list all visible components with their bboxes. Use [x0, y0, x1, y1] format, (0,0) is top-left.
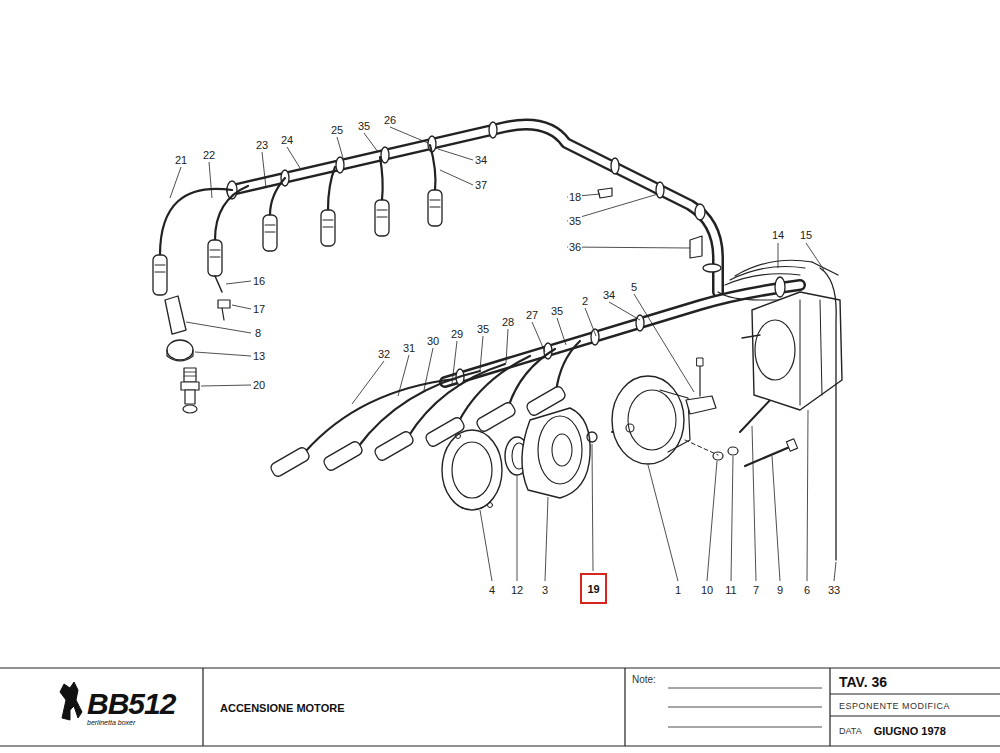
callout-number: 19	[587, 583, 599, 595]
callout-number: 14	[771, 229, 785, 241]
callout-number: 33	[827, 584, 841, 596]
callout-number: 31	[402, 342, 416, 354]
callout-number: 7	[752, 584, 760, 596]
callout-number: 9	[776, 584, 784, 596]
callout-number: 16	[252, 275, 266, 287]
callout-number: 10	[700, 584, 714, 596]
note-label: Note:	[632, 674, 829, 685]
note-cell: Note:	[626, 670, 829, 690]
callout-number: 22	[202, 149, 216, 161]
callout-number: 35	[476, 323, 490, 335]
callout-number: 21	[174, 154, 188, 166]
callout-number: 27	[525, 309, 539, 321]
logo-cell: BB512berlinetta boxer	[1, 670, 202, 745]
callout-number: 35	[550, 305, 564, 317]
callout-number: 20	[252, 379, 266, 391]
callout-number: 11	[724, 584, 737, 596]
callout-number: 28	[501, 316, 515, 328]
callout-highlight-box: 19	[580, 573, 607, 604]
callout-number: 29	[450, 328, 464, 340]
callout-number: 32	[377, 348, 391, 360]
callout-number: 12	[510, 584, 524, 596]
title-cell: ACCENSIONE MOTORE	[204, 670, 624, 745]
callout-number: 25	[330, 124, 344, 136]
sheet-number: TAV. 36	[839, 674, 887, 690]
sheet-title: ACCENSIONE MOTORE	[220, 702, 344, 714]
revision-label: ESPONENTE MODIFICA	[839, 701, 950, 711]
callout-number: 1	[674, 584, 682, 596]
callout-number: 17	[252, 303, 266, 315]
callout-number: 34	[602, 289, 616, 301]
logo-subtitle: berlinetta boxer	[87, 719, 202, 727]
revision-cell: ESPONENTE MODIFICA	[831, 695, 999, 716]
callout-number: 4	[488, 584, 496, 596]
callout-number: 15	[799, 229, 813, 241]
callout-number: 30	[426, 335, 440, 347]
callout-number: 13	[252, 350, 266, 362]
callout-number: 5	[630, 281, 638, 293]
logo-text: BB512	[87, 689, 202, 719]
callout-number: 8	[254, 327, 262, 339]
callout-number: 35	[568, 215, 582, 227]
callout-number: 3	[541, 584, 549, 596]
callout-number: 35	[357, 120, 371, 132]
date-label: DATA	[839, 726, 862, 736]
callout-number: 36	[568, 241, 582, 253]
callout-number: 23	[255, 139, 269, 151]
date-value: GIUGNO 1978	[874, 725, 946, 737]
callout-number: 18	[568, 191, 582, 203]
sheet-number-cell: TAV. 36	[831, 670, 999, 694]
callout-number: 2	[581, 295, 589, 307]
date-cell: DATA GIUGNO 1978	[831, 717, 999, 745]
callout-number: 37	[474, 179, 488, 191]
callout-number: 24	[280, 134, 294, 146]
callout-number: 34	[474, 154, 488, 166]
callout-number: 6	[803, 584, 811, 596]
callout-number: 26	[383, 114, 397, 126]
